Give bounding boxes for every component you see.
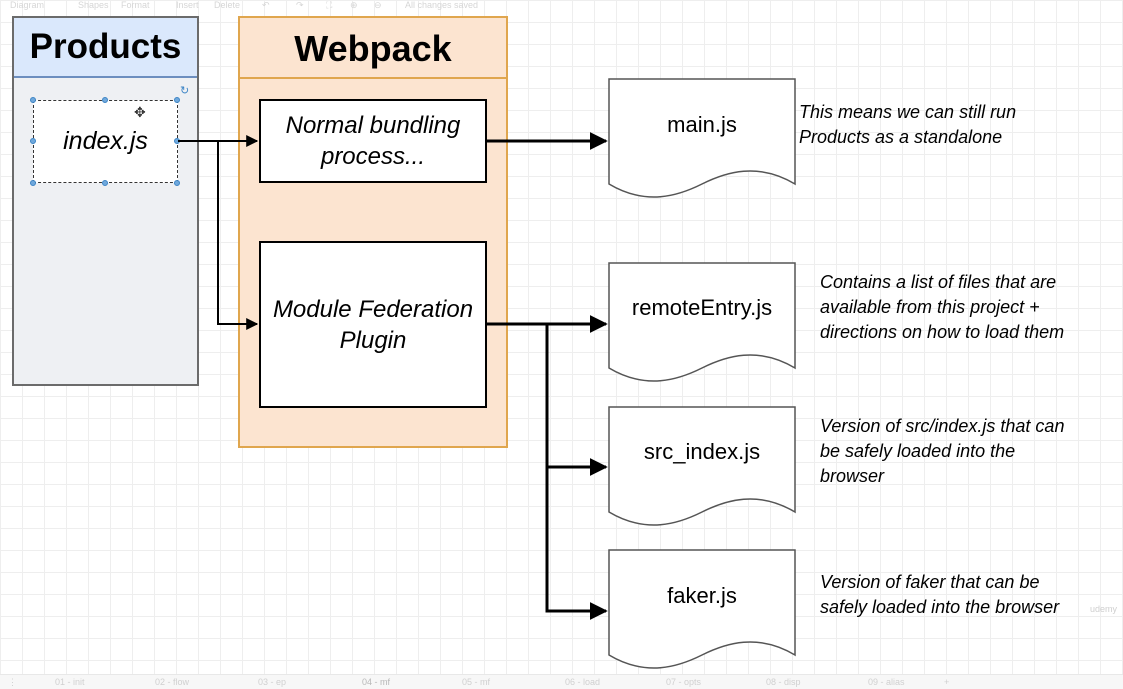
src-index-document[interactable]: src_index.js (608, 406, 796, 528)
main-js-document[interactable]: main.js (608, 78, 796, 200)
page-tab-add-icon[interactable]: + (944, 677, 950, 687)
normal-bundling-node[interactable]: Normal bundling process... (259, 99, 487, 183)
resize-handle-ne[interactable] (174, 97, 180, 103)
page-tab[interactable]: 02 - flow (155, 677, 190, 687)
resize-handle-nw[interactable] (30, 97, 36, 103)
faker-js-document[interactable]: faker.js (608, 549, 796, 671)
page-tab[interactable]: 03 - ep (258, 677, 287, 687)
products-title: Products (14, 18, 197, 78)
index-js-node[interactable]: index.js (33, 100, 178, 183)
redo-icon[interactable]: ↷ (296, 0, 304, 10)
toolbar-shapes-menu[interactable]: Shapes (78, 0, 109, 10)
module-federation-plugin-node[interactable]: Module Federation Plugin (259, 241, 487, 408)
editor-toolbar: Diagram Shapes Format Insert Delete ↶ ↷ … (0, 0, 1123, 14)
add-page-icon[interactable]: ⋮ (8, 677, 17, 687)
document-shape-icon (608, 78, 796, 198)
save-status: All changes saved (405, 0, 479, 10)
faker-js-label: faker.js (667, 583, 737, 608)
toolbar-insert-menu[interactable]: Insert (176, 0, 199, 10)
remote-entry-label: remoteEntry.js (631, 295, 773, 320)
toolbar-diagram-menu[interactable]: Diagram (10, 0, 45, 10)
zoom-out-icon[interactable]: ⊖ (374, 0, 382, 10)
page-tab[interactable]: 05 - mf (462, 677, 491, 687)
page-tab[interactable]: 09 - alias (868, 677, 905, 687)
faker-note[interactable]: Version of faker that can be safely load… (820, 572, 1060, 617)
normal-bundling-label: Normal bundling process... (285, 112, 461, 170)
resize-handle-e[interactable] (174, 138, 180, 144)
remote-entry-document[interactable]: remoteEntry.js (608, 262, 796, 384)
webpack-title: Webpack (240, 18, 506, 79)
move-cursor-icon: ✥ (134, 104, 146, 120)
page-tab[interactable]: 06 - load (565, 677, 601, 687)
remote-entry-note[interactable]: Contains a list of files that are availa… (820, 272, 1065, 342)
resize-handle-s[interactable] (102, 180, 108, 186)
document-shape-icon (608, 549, 796, 669)
page-tab[interactable]: 01 - init (55, 677, 85, 687)
src-index-note[interactable]: Version of src/index.js that can be safe… (820, 416, 1065, 486)
toolbar-delete-button[interactable]: Delete (214, 0, 241, 10)
page-tabs-bar: ⋮ 01 - init 02 - flow 03 - ep 04 - mf 05… (0, 674, 1123, 689)
edge-mfp-to-faker[interactable] (545, 467, 608, 620)
resize-handle-w[interactable] (30, 138, 36, 144)
rotate-icon[interactable]: ↻ (180, 85, 190, 97)
page-tab[interactable]: 08 - disp (766, 677, 801, 687)
undo-icon[interactable]: ↶ (262, 0, 270, 10)
main-js-label: main.js (667, 112, 737, 137)
toolbar-format-menu[interactable]: Format (121, 0, 150, 10)
main-js-note[interactable]: This means we can still run Products as … (799, 102, 1017, 147)
resize-handle-sw[interactable] (30, 180, 36, 186)
document-shape-icon (608, 262, 796, 382)
zoom-in-icon[interactable]: ⊕ (350, 0, 358, 10)
resize-handle-n[interactable] (102, 97, 108, 103)
page-tab-active[interactable]: 04 - mf (362, 677, 391, 687)
resize-handle-se[interactable] (174, 180, 180, 186)
document-shape-icon (608, 406, 796, 526)
products-container[interactable]: Products (12, 16, 199, 386)
index-js-label: index.js (63, 127, 148, 155)
edge-mfp-to-src-index[interactable] (545, 324, 608, 476)
src-index-label: src_index.js (643, 439, 761, 464)
page-tab[interactable]: 07 - opts (666, 677, 702, 687)
module-federation-plugin-label: Module Federation Plugin (272, 295, 474, 354)
watermark-logo: udemy (1090, 604, 1118, 614)
fullscreen-icon[interactable]: ⛶ (326, 0, 333, 10)
